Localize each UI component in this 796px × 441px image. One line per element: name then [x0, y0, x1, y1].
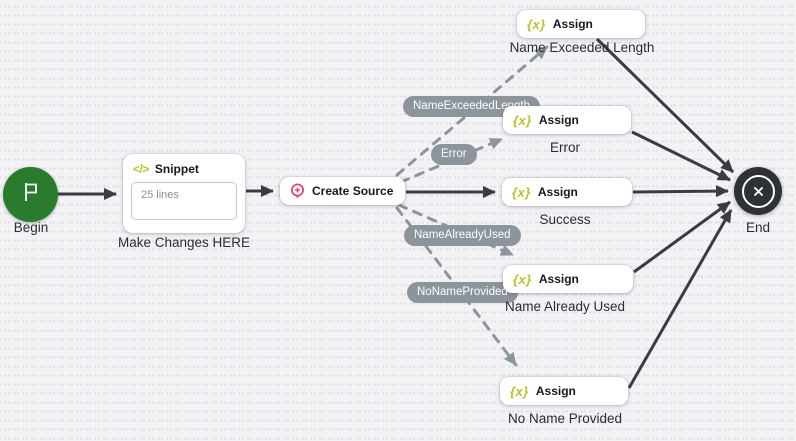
assign-variable-icon: {x}	[512, 184, 531, 200]
end-label: End	[745, 220, 771, 235]
assign-node-success[interactable]: {x} Assign	[502, 178, 632, 206]
assign-variable-icon: {x}	[513, 271, 532, 287]
edge-label-name-already-used[interactable]: NameAlreadyUsed	[404, 225, 521, 246]
create-source-node[interactable]: Create Source	[280, 177, 405, 205]
assign-node-name-exceeded-length[interactable]: {x} Assign	[517, 10, 645, 38]
assign-node-error[interactable]: {x} Assign	[503, 106, 631, 134]
snippet-title: Snippet	[154, 162, 199, 176]
flag-icon	[20, 180, 42, 209]
edge-no-name-provided-to-end[interactable]	[627, 209, 733, 389]
edge-error-to-end[interactable]	[631, 130, 731, 182]
end-node[interactable]	[734, 167, 782, 215]
assign-caption-success: Success	[539, 212, 591, 227]
assign-variable-icon: {x}	[527, 16, 546, 32]
assign-title: Assign	[538, 272, 579, 286]
source-pin-icon	[290, 183, 305, 200]
assign-node-no-name-provided[interactable]: {x} Assign	[500, 377, 628, 405]
assign-title: Assign	[537, 185, 578, 199]
edge-label-no-name-provided[interactable]: NoNameProvided	[407, 282, 518, 303]
edge-name-already-used-dashed[interactable]	[397, 203, 515, 257]
snippet-node[interactable]: </> Snippet 25 lines	[123, 154, 245, 233]
edge-name-exceeded-to-end[interactable]	[595, 37, 735, 174]
snippet-code-preview[interactable]: 25 lines	[131, 182, 237, 220]
assign-node-name-already-used[interactable]: {x} Assign	[503, 265, 633, 293]
begin-label: Begin	[13, 220, 49, 235]
create-source-title: Create Source	[312, 184, 394, 198]
assign-caption-name-exceeded-length: Name Exceeded Length	[509, 40, 655, 55]
assign-variable-icon: {x}	[513, 112, 532, 128]
edge-name-already-used-to-end[interactable]	[633, 200, 731, 274]
assign-caption-no-name-provided: No Name Provided	[507, 411, 623, 426]
assign-title: Assign	[552, 17, 593, 31]
edge-label-error[interactable]: Error	[431, 144, 477, 165]
assign-variable-icon: {x}	[510, 383, 529, 399]
assign-caption-name-already-used: Name Already Used	[504, 299, 626, 314]
code-icon: </>	[133, 162, 149, 176]
assign-title: Assign	[538, 113, 579, 127]
edge-success-to-end[interactable]	[632, 185, 729, 198]
begin-node[interactable]	[3, 167, 58, 222]
assign-caption-error: Error	[550, 140, 580, 155]
assign-title: Assign	[535, 384, 576, 398]
snippet-caption: Make Changes HERE	[117, 235, 251, 250]
close-icon	[741, 174, 775, 208]
